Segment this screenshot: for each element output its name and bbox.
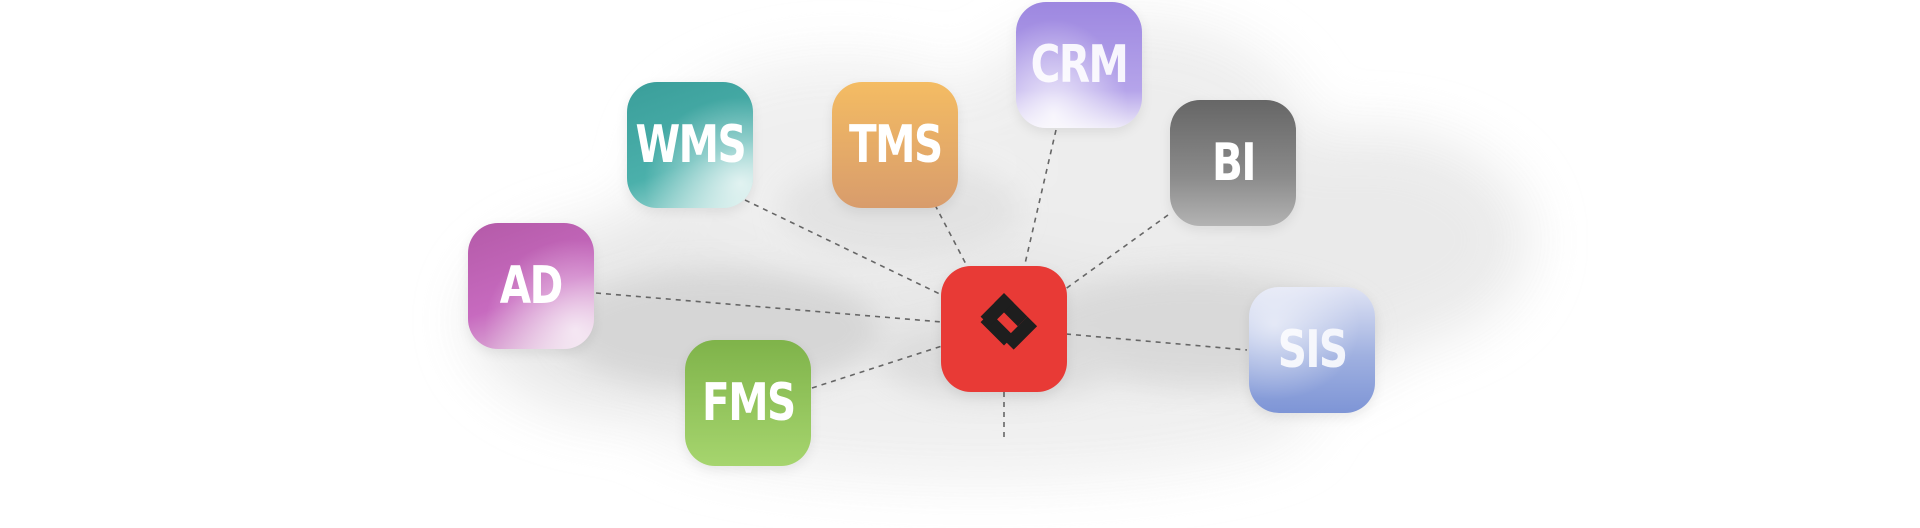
connector-crm [1023,129,1057,269]
ad-label: AD [500,256,564,316]
tms-label: TMS [848,115,943,175]
wms-tile[interactable]: WMS [627,82,753,208]
crm-label: CRM [1030,35,1129,95]
connector-fms [811,345,943,389]
wms-label: WMS [635,115,746,175]
sis-label: SIS [1277,320,1348,380]
ad-tile[interactable]: AD [468,223,594,349]
fms-label: FMS [701,373,796,433]
tms-tile[interactable]: TMS [832,82,958,208]
sis-tile[interactable]: SIS [1249,287,1375,413]
connector-wms [744,199,945,297]
connector-ad [595,292,943,323]
connector-tms [934,204,969,269]
connector-bi [1063,214,1169,291]
bi-tile[interactable]: BI [1170,100,1296,226]
bi-label: BI [1211,133,1256,193]
fms-tile[interactable]: FMS [685,340,811,466]
connector-sis [1065,333,1248,351]
crm-tile[interactable]: CRM [1016,2,1142,128]
hub-tile[interactable] [941,266,1067,392]
diamond-grid-logo-icon [980,293,1038,350]
